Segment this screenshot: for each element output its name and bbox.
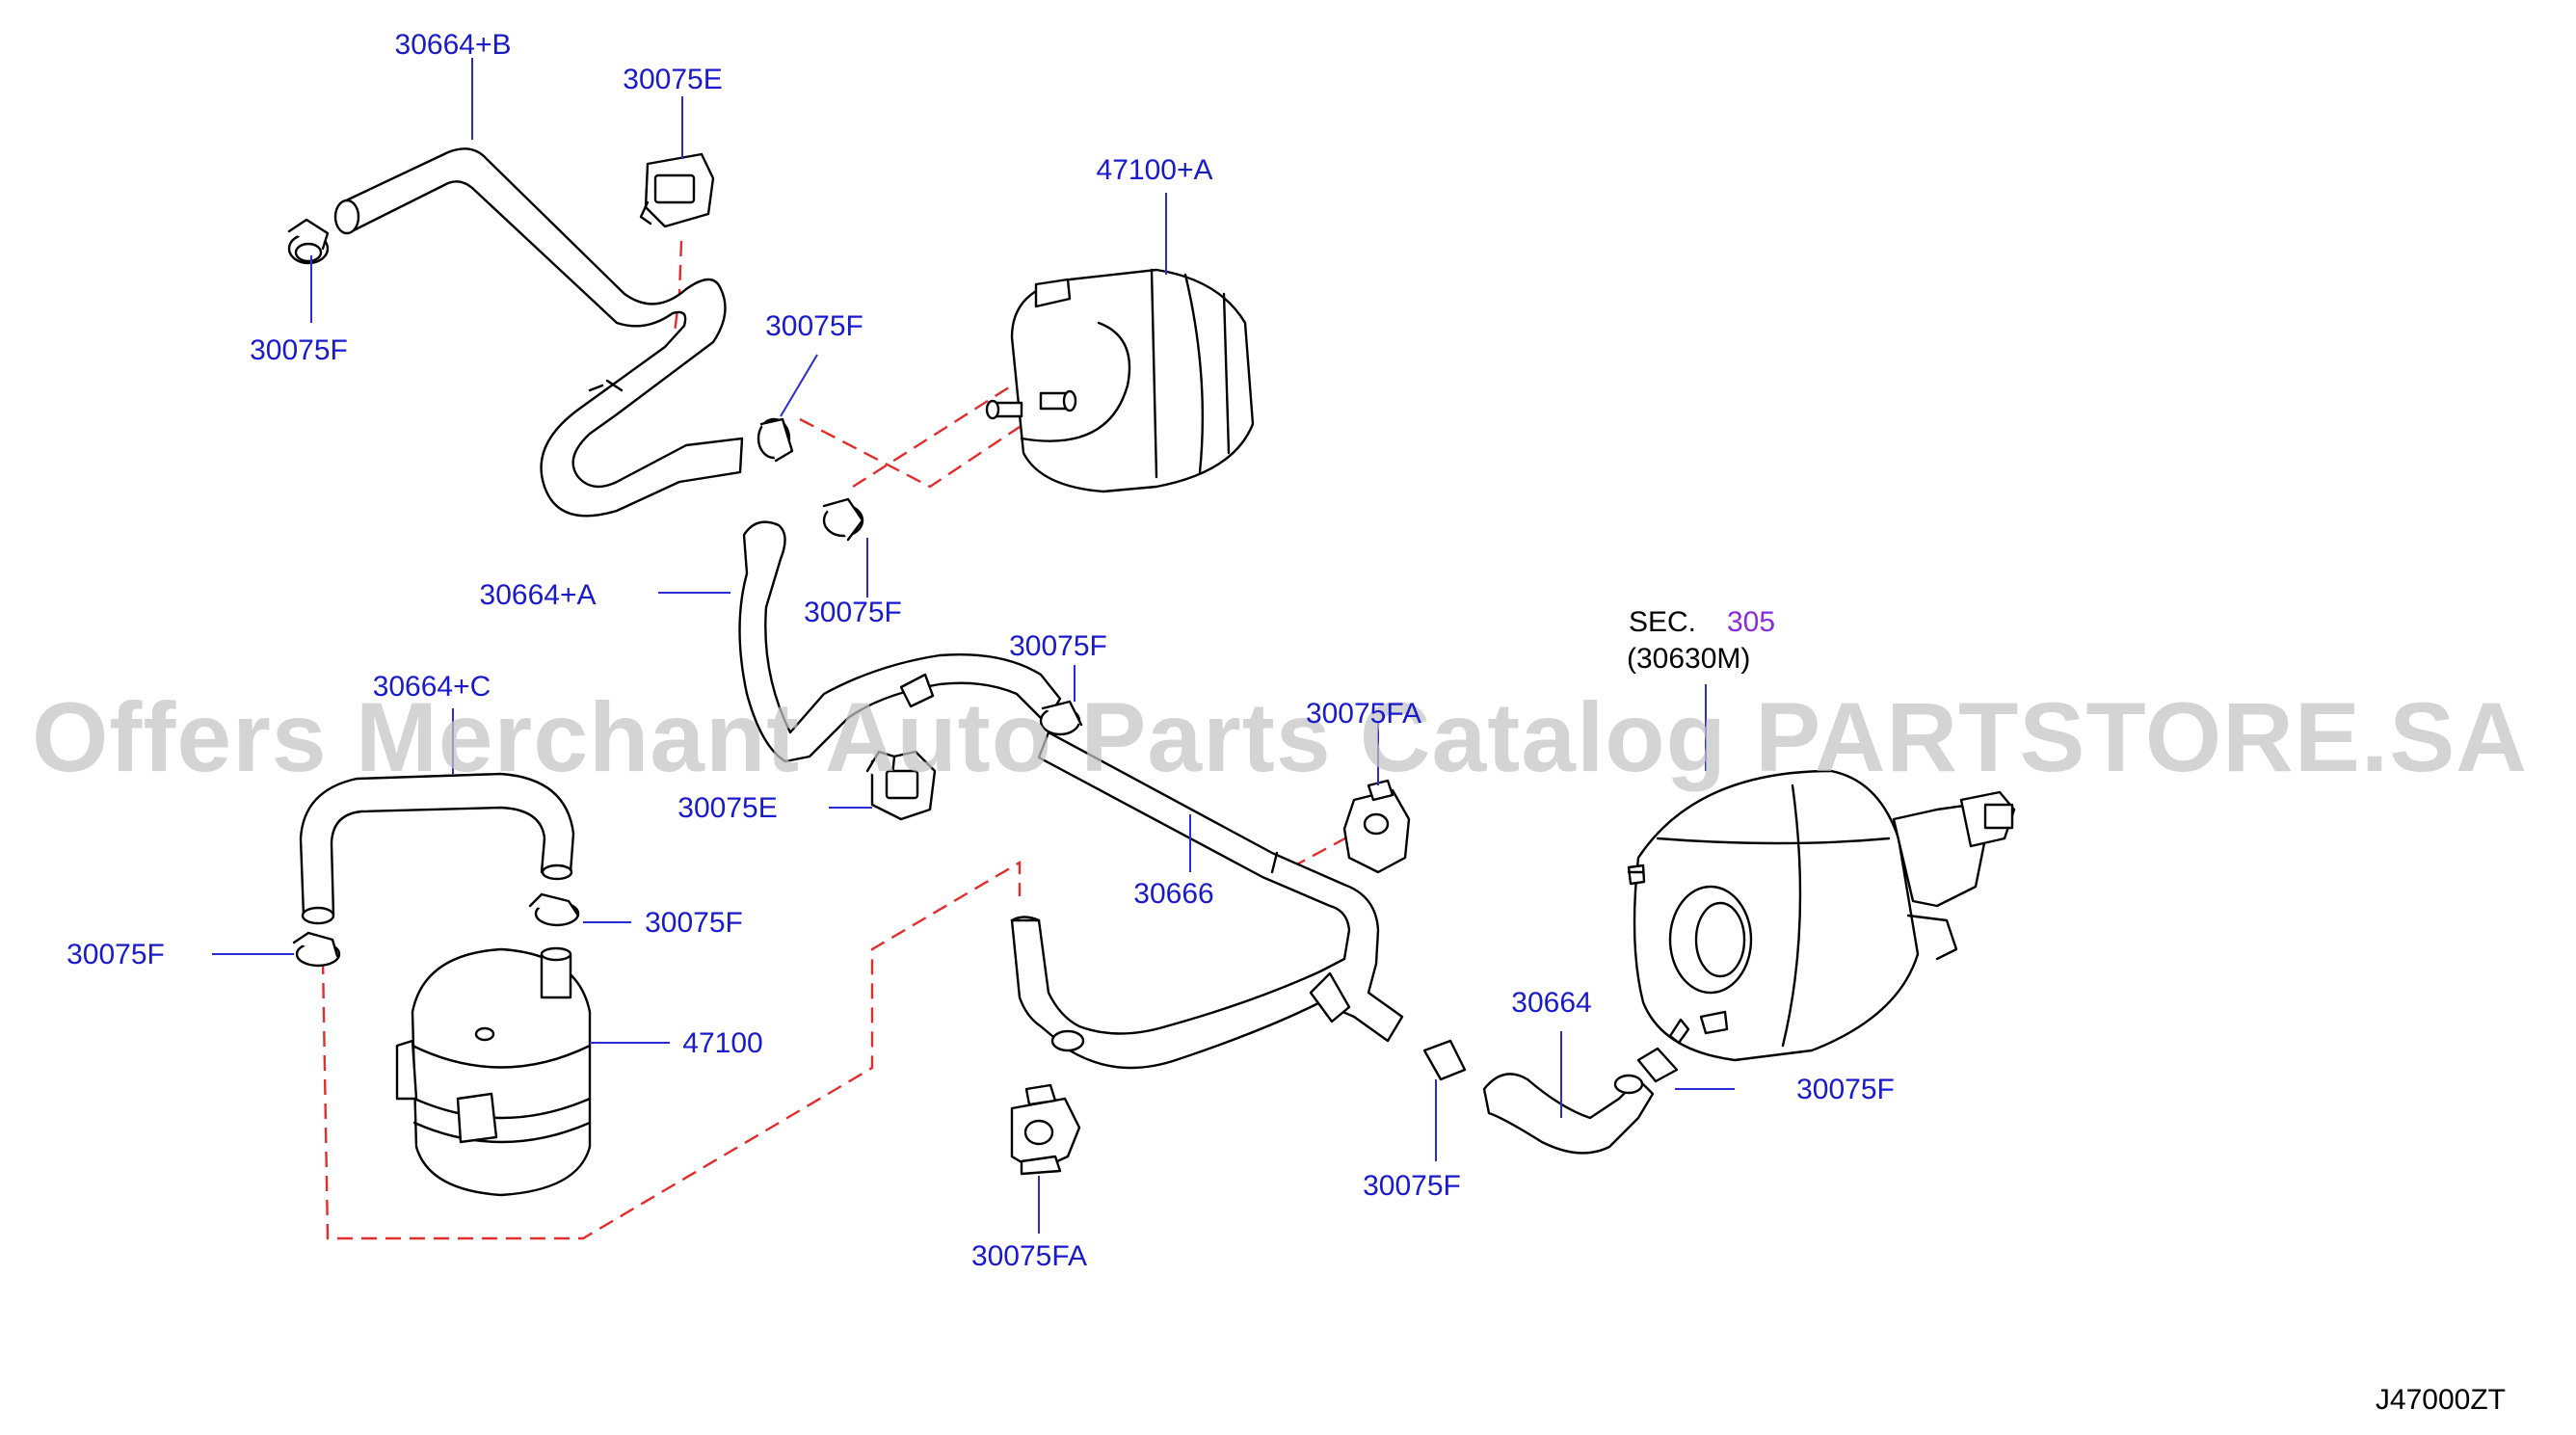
- clip-30075f-hose-joint[interactable]: [1050, 1029, 1085, 1052]
- clip-30075f-bottom[interactable]: [1422, 1039, 1467, 1081]
- dashed-line-clip-to-canister-top-2: [852, 384, 1013, 489]
- brake-booster[interactable]: [1627, 769, 2016, 1062]
- canister-47100-a[interactable]: [985, 268, 1255, 493]
- label-47100[interactable]: 47100: [682, 1027, 762, 1059]
- hose-30664-a[interactable]: [738, 520, 1062, 763]
- clip-30075f-mid3[interactable]: [1039, 700, 1083, 736]
- clip-30075e-mid[interactable]: [865, 750, 937, 821]
- label-30075e-mid[interactable]: 30075E: [677, 792, 777, 824]
- hose-joint-30664-a: [899, 673, 935, 708]
- label-30075e-top[interactable]: 30075E: [623, 64, 722, 95]
- hose-end-30664-c-left: [301, 906, 335, 925]
- clip-30075f-right[interactable]: [1636, 1047, 1679, 1083]
- label-30075f-mid3[interactable]: 30075F: [1009, 630, 1107, 662]
- sec-part-number: (30630M): [1627, 643, 1750, 675]
- label-30075f-bottom[interactable]: 30075F: [1363, 1170, 1461, 1202]
- label-30075fa-bottom[interactable]: 30075FA: [971, 1240, 1087, 1272]
- dashed-line-fa-valve: [1290, 832, 1355, 869]
- hose-30664[interactable]: [1482, 1073, 1655, 1155]
- leader-30075f-mid1: [780, 354, 818, 417]
- label-30075f-right[interactable]: 30075F: [1796, 1074, 1895, 1105]
- label-30075f-mid2[interactable]: 30075F: [804, 597, 902, 628]
- label-30664-c[interactable]: 30664+C: [373, 671, 491, 703]
- clip-30075f-canister[interactable]: [528, 892, 580, 927]
- hose-30666[interactable]: [1010, 731, 1404, 1070]
- label-30664-a[interactable]: 30664+A: [480, 579, 597, 611]
- clip-30075e-top[interactable]: [639, 152, 715, 228]
- label-30075f-topleft[interactable]: 30075F: [250, 334, 348, 366]
- label-30664[interactable]: 30664: [1511, 987, 1591, 1019]
- label-30666[interactable]: 30666: [1133, 878, 1213, 910]
- booster-port: [1668, 885, 1753, 995]
- clip-30075f-mid2[interactable]: [822, 497, 864, 542]
- label-30075f-left[interactable]: 30075F: [66, 939, 165, 970]
- valve-30075fa-right[interactable]: [1342, 779, 1411, 874]
- label-30075fa-right[interactable]: 30075FA: [1306, 698, 1421, 730]
- part-labels: 30664+B 30075E 30075F 47100+A 30075F 306…: [66, 29, 1895, 1272]
- sec-prefix: SEC.: [1629, 606, 1696, 638]
- label-30075f-mid1[interactable]: 30075F: [765, 310, 863, 342]
- section-reference: SEC. 305 (30630M): [1627, 606, 1775, 675]
- dashed-line-clip-to-canister-top: [799, 417, 1032, 489]
- dashed-line-clip-to-hose-top: [673, 240, 683, 333]
- hose-fitting-30666: [1309, 971, 1351, 1023]
- hose-end-30664-c-right: [541, 864, 573, 881]
- clip-30075f-mid1[interactable]: [757, 417, 794, 463]
- label-30075f-canister[interactable]: 30075F: [645, 907, 743, 939]
- clip-30075f-topleft[interactable]: [287, 218, 330, 265]
- label-47100-a[interactable]: 47100+A: [1097, 154, 1213, 186]
- watermark-text: Offers Merchant Auto Parts Catalog PARTS…: [32, 682, 2528, 792]
- dashed-line-canister-loop: [321, 860, 1022, 1240]
- valve-30075fa-bottom[interactable]: [1010, 1083, 1081, 1176]
- hose-30664-c[interactable]: [299, 772, 575, 925]
- assembly-guide-lines: [321, 240, 1355, 1240]
- clip-30075f-left[interactable]: [292, 931, 341, 968]
- hose-30664-b[interactable]: [333, 147, 744, 518]
- hose-end-30664-b: [333, 199, 360, 235]
- leader-lines: [212, 58, 1735, 1234]
- label-30664-b[interactable]: 30664+B: [395, 29, 512, 61]
- diagram-id: J47000ZT: [2376, 1384, 2506, 1416]
- canister-47100[interactable]: [395, 946, 592, 1197]
- sec-link-305[interactable]: 305: [1727, 606, 1775, 638]
